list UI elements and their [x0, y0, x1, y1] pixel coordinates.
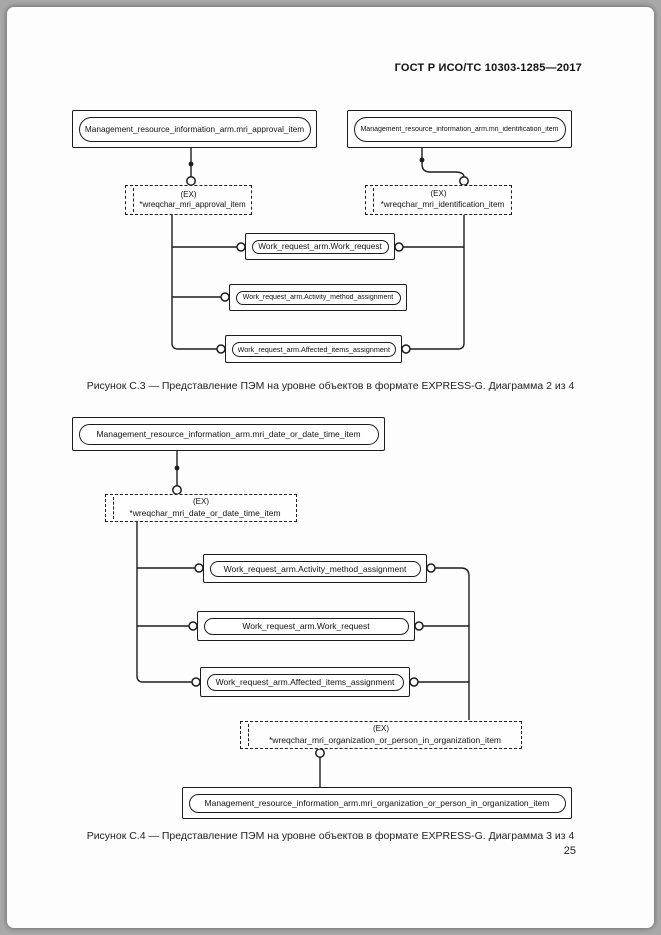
- wire-right-bus-c4: [418, 567, 470, 720]
- terminator-activity2-left: [194, 563, 204, 573]
- figure-c3-caption: Рисунок С.3 — Представление ПЭМ на уровн…: [86, 380, 575, 392]
- standard-header: ГОСТ Р ИСО/ТС 10303-1285—2017: [394, 62, 582, 74]
- interschema-ref-shape: Work_request_arm.Work_request: [251, 239, 389, 254]
- wire-left-bus-c3: [171, 214, 237, 350]
- schema-name: *wreqchar_mri_identification_item: [380, 199, 505, 209]
- schema-box-wreqchar-mri-approval-item: (EX) *wreqchar_mri_approval_item: [125, 185, 252, 215]
- entity-label: Management_resource_information_arm.mri_…: [96, 429, 361, 439]
- entity-box-work-request: Work_request_arm.Work_request: [245, 233, 395, 260]
- entity-box-mri-identification-item: Management_resource_information_arm.mri_…: [347, 110, 572, 148]
- entity-label: Work_request_arm.Affected_items_assignme…: [215, 677, 395, 687]
- interschema-ref-shape: Management_resource_information_arm.mri_…: [78, 423, 379, 445]
- terminator-affected-right: [401, 344, 411, 354]
- schema-tag: (EX): [180, 189, 197, 199]
- entity-box-work-request-2: Work_request_arm.Work_request: [197, 611, 415, 641]
- entity-label: Work_request_arm.Activity_method_assignm…: [223, 563, 407, 574]
- entity-label: Management_resource_information_arm.mri_…: [360, 125, 559, 133]
- entity-box-mri-date-or-date-time-item: Management_resource_information_arm.mri_…: [72, 417, 385, 451]
- terminator-ex-identification: [459, 176, 469, 186]
- wire-left-bus-c4: [136, 522, 195, 683]
- schema-tag: (EX): [193, 497, 209, 507]
- schema-box-wreqchar-mri-date-or-date-time-item: (EX) *wreqchar_mri_date_or_date_time_ite…: [105, 494, 297, 522]
- dot-approval-line: [188, 161, 194, 167]
- interschema-ref-shape: Work_request_arm.Activity_method_assignm…: [209, 560, 421, 577]
- terminator-work-request-left: [236, 242, 246, 252]
- interschema-ref-shape: Work_request_arm.Work_request: [203, 617, 409, 635]
- interschema-ref-shape: Work_request_arm.Affected_items_assignme…: [231, 341, 396, 357]
- terminator-ex-date: [172, 485, 182, 495]
- terminator-ex-organization: [315, 748, 325, 758]
- schema-name: *wreqchar_mri_organization_or_person_in_…: [269, 734, 501, 745]
- interschema-ref-shape: Management_resource_information_arm.mri_…: [353, 116, 566, 142]
- terminator-work-request-right: [394, 242, 404, 252]
- terminator-affected2-right: [409, 677, 419, 687]
- entity-box-activity-method-assignment: Work_request_arm.Activity_method_assignm…: [229, 284, 407, 311]
- wire-right-bus-c3: [403, 214, 465, 350]
- terminator-affected-left: [216, 344, 226, 354]
- schema-box-wreqchar-mri-identification-item: (EX) *wreqchar_mri_identification_item: [365, 185, 512, 215]
- terminator-ex-approval: [186, 176, 196, 186]
- document-page: ГОСТ Р ИСО/ТС 10303-1285—2017: [7, 7, 654, 928]
- schema-tag: (EX): [373, 724, 389, 734]
- entity-label: Work_request_arm.Work_request: [242, 621, 370, 631]
- entity-label: Work_request_arm.Work_request: [258, 242, 382, 251]
- schema-name: *wreqchar_mri_approval_item: [139, 200, 246, 209]
- schema-tag: (EX): [430, 189, 447, 199]
- entity-box-affected-items-assignment: Work_request_arm.Affected_items_assignme…: [225, 335, 402, 363]
- schema-box-wreqchar-mri-organization-item: (EX) *wreqchar_mri_organization_or_perso…: [240, 721, 522, 749]
- terminator-work-request2-left: [188, 621, 198, 631]
- page-number: 25: [563, 845, 576, 857]
- schema-name: *wreqchar_mri_date_or_date_time_item: [129, 507, 281, 518]
- entity-box-mri-organization-or-person-in-organization-item: Management_resource_information_arm.mri_…: [182, 787, 572, 819]
- entity-label: Work_request_arm.Activity_method_assignm…: [242, 294, 394, 301]
- terminator-affected2-left: [191, 677, 201, 687]
- dot-date-line: [174, 465, 180, 471]
- dot-identification-line: [419, 157, 425, 163]
- interschema-ref-shape: Management_resource_information_arm.mri_…: [78, 116, 311, 142]
- entity-box-affected-items-assignment-2: Work_request_arm.Affected_items_assignme…: [200, 667, 410, 697]
- wire-identification-to-ex: [421, 148, 465, 178]
- interschema-ref-shape: Work_request_arm.Activity_method_assignm…: [235, 290, 401, 305]
- entity-label: Work_request_arm.Affected_items_assignme…: [237, 344, 390, 354]
- interschema-ref-shape: Management_resource_information_arm.mri_…: [188, 793, 566, 813]
- interschema-ref-shape: Work_request_arm.Affected_items_assignme…: [206, 673, 404, 691]
- terminator-activity2-right: [426, 563, 436, 573]
- entity-box-mri-approval-item: Management_resource_information_arm.mri_…: [72, 110, 317, 148]
- figure-c4-caption: Рисунок С.4 — Представление ПЭМ на уровн…: [86, 830, 575, 842]
- entity-label: Management_resource_information_arm.mri_…: [84, 124, 305, 134]
- terminator-activity-left: [220, 292, 230, 302]
- terminator-work-request2-right: [414, 621, 424, 631]
- entity-label: Management_resource_information_arm.mri_…: [204, 798, 550, 808]
- entity-box-activity-method-assignment-2: Work_request_arm.Activity_method_assignm…: [203, 554, 427, 583]
